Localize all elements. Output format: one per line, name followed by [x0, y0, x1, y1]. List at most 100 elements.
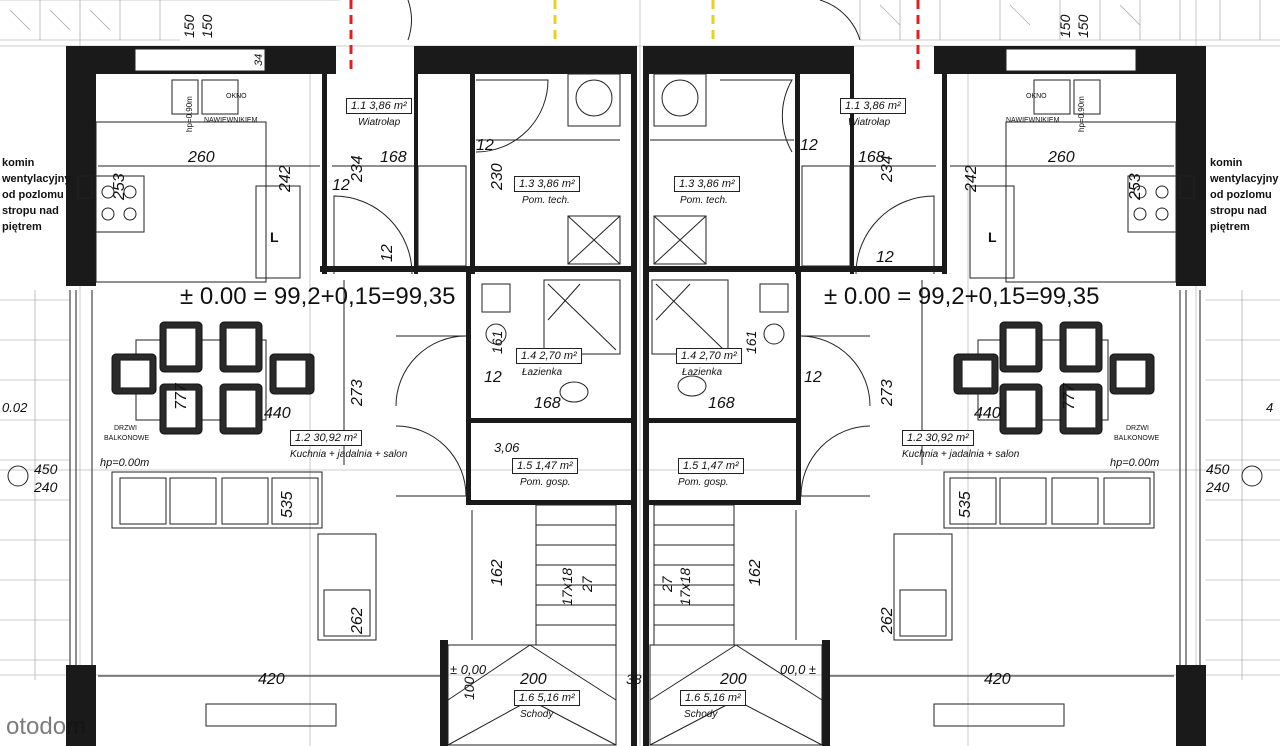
room-label-1-1-right: 1.1 3,86 m² Wiatrołap [840, 96, 906, 128]
room-label-1-1-left: 1.1 3,86 m² Wiatrołap [346, 96, 412, 128]
top-dim-150-right-2: 150 [1075, 14, 1091, 38]
dim-273-right: 273 [879, 379, 896, 407]
balcony-door-right-2: BALKONOWE [1114, 435, 1159, 442]
room-label-1-2-left: 1.2 30,92 m² Kuchnia + jadalnia + salon [290, 430, 408, 460]
axis-left-450: 450 [34, 461, 58, 477]
dining-set-left [111, 321, 315, 435]
wet-rooms-left [417, 73, 621, 403]
dim-168-lower-right: 168 [708, 395, 735, 412]
dim-234-right: 234 [879, 155, 896, 183]
top-dim-150-left: 150 [181, 14, 197, 38]
room-label-1-5-left: 1.5 1,47 m² Pom. gosp. [512, 456, 578, 488]
dim-168-lower-left: 168 [534, 395, 561, 412]
dim-260-left: 260 [187, 149, 215, 166]
dim-12-left: 12 [476, 137, 494, 154]
terrace-tiles-right [1205, 290, 1280, 680]
sofa-left [111, 471, 377, 641]
stairs-steps-sub-right: 27 [659, 575, 675, 593]
svg-text:piętrem: piętrem [2, 221, 42, 233]
dim-200-left: 200 [519, 671, 547, 688]
stairs-steps-right: 17x18 [677, 568, 693, 606]
chimney-label-right: komin wentylacyjny od pozlomu stropu nad… [1209, 157, 1279, 233]
terrace-tiles-left [0, 290, 70, 680]
kitchen-counter-left [77, 79, 301, 283]
dim-161-left: 161 [489, 331, 505, 354]
axis-right-edge: 4 [1266, 400, 1273, 415]
floor-hp-left: hp=0.00m [100, 457, 149, 469]
balcony-door-left: DRZWI [114, 425, 137, 432]
watermark-logo: otodom [6, 713, 86, 740]
glazing [69, 290, 1201, 665]
window-label-left-2: NAWIEWNIKIEM [204, 117, 258, 124]
window-hp-left: hp=0.90m [185, 96, 194, 132]
axis-left-edge: 0.02 [2, 400, 28, 415]
stairs-steps-sub-left: 27 [579, 575, 595, 593]
fridge-label-right: L [988, 229, 997, 245]
wet-rooms-right [651, 73, 851, 397]
dim-242-left: 242 [277, 165, 294, 193]
dim-273-left: 273 [349, 379, 366, 407]
dim-440-right: 440 [974, 405, 1001, 422]
svg-text:piętrem: piętrem [1210, 221, 1250, 233]
svg-text:komin: komin [1210, 157, 1243, 169]
dim-420-left: 420 [258, 671, 285, 688]
dim-440-left: 440 [264, 405, 291, 422]
dim-12-b-left: 12 [379, 244, 396, 262]
stairs-right [649, 504, 823, 746]
dim-242-right: 242 [963, 165, 980, 193]
fridge-label-left: L [270, 229, 279, 245]
dim-34-left: 34 [253, 54, 265, 66]
dim-262-left: 262 [349, 607, 366, 635]
dim-100-left: 100 [461, 676, 477, 700]
dim-200-right: 200 [719, 671, 747, 688]
floor-hp-right: hp=0.00m [1110, 457, 1159, 469]
sofa-right [893, 471, 1155, 641]
window-hp-right: hp=0.90m [1077, 96, 1086, 132]
walls [66, 46, 1206, 746]
dim-234-left: 234 [349, 155, 366, 183]
balcony-door-left-2: BALKONOWE [104, 435, 149, 442]
dim-161-right: 161 [743, 331, 759, 354]
doors [333, 0, 935, 497]
room-label-1-2-right: 1.2 30,92 m² Kuchnia + jadalnia + salon [902, 430, 1020, 460]
stair-level-right: 00,0 ± [780, 662, 816, 677]
dim-12-c-left: 12 [484, 369, 502, 386]
window-label-right: OKNO [1026, 93, 1047, 100]
dim-262-right: 262 [879, 607, 896, 635]
tv-unit-right [933, 703, 1065, 727]
stair-level-left: ± 0,00 [450, 662, 487, 677]
svg-text:stropu nad: stropu nad [2, 205, 59, 217]
dim-162-right: 162 [747, 559, 764, 586]
chimney-label-left: komin wentylacyjny od pozlomu stropu nad… [1, 157, 71, 233]
dim-38-center: 38 [626, 671, 642, 687]
window-label-left: OKNO [226, 93, 247, 100]
axis-marker-right [1241, 465, 1263, 487]
stairs-steps-left: 17x18 [559, 568, 575, 606]
dim-12-a-left: 12 [332, 177, 350, 194]
svg-text:wentylacyjny: wentylacyjny [1209, 173, 1279, 185]
axis-left-240: 240 [33, 479, 58, 495]
axis-right-240: 240 [1205, 479, 1230, 495]
dim-12-b-right: 12 [804, 369, 822, 386]
dining-set-right [953, 321, 1155, 435]
top-dim-150-right: 150 [1057, 14, 1073, 38]
axis-right-450: 450 [1206, 461, 1230, 477]
dim-253-right: 253 [1127, 173, 1144, 201]
room-label-1-3-right: 1.3 3,86 m² Pom. tech. [674, 174, 740, 206]
room-label-1-5-right: 1.5 1,47 m² Pom. gosp. [678, 456, 744, 488]
room-label-1-4-right: 1.4 2,70 m² Łazienka [676, 346, 742, 378]
top-dim-150-left-2: 150 [199, 14, 215, 38]
balcony-door-right: DRZWI [1126, 425, 1149, 432]
stairs-left [447, 504, 617, 746]
window-label-right-2: NAWIEWNIKIEM [1006, 117, 1060, 124]
room-label-1-6-left: 1.6 5,16 m² Schody [514, 688, 580, 720]
svg-text:wentylacyjny: wentylacyjny [1, 173, 71, 185]
axis-marker-left [7, 465, 29, 487]
dim-535-right: 535 [957, 491, 974, 518]
dim-162-left: 162 [489, 559, 506, 586]
dim-260-right: 260 [1047, 149, 1075, 166]
dim-168-left: 168 [380, 149, 407, 166]
room-label-1-4-left: 1.4 2,70 m² Łazienka [516, 346, 582, 378]
dim-535-left: 535 [279, 491, 296, 518]
dim-168-right: 168 [858, 149, 885, 166]
